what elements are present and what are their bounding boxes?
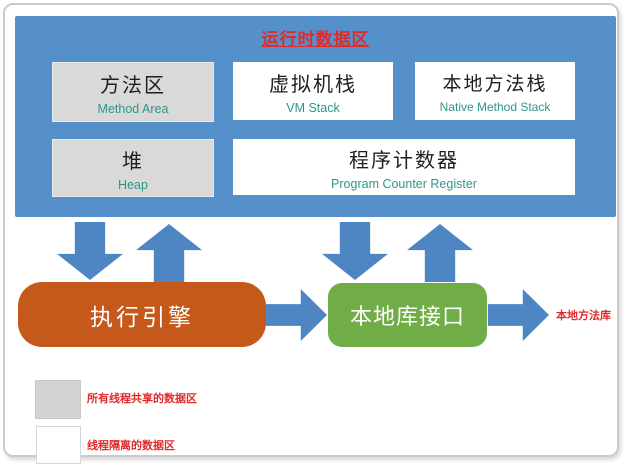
native-method-stack-label-zh: 本地方法栈 (442, 73, 548, 95)
arrow-down-icon (57, 222, 123, 280)
vm-stack-label-zh: 虚拟机栈 (269, 73, 357, 96)
legend-isolated-label: 线程隔离的数据区 (87, 440, 175, 452)
native-interface-label: 本地库接口 (349, 304, 465, 329)
vm-stack-label-en: VM Stack (286, 100, 340, 115)
vm-stack-box: 虚拟机栈 VM Stack (233, 62, 393, 120)
runtime-data-area-title: 运行时数据区 (261, 30, 370, 49)
native-method-stack-box: 本地方法栈 Native Method Stack (415, 62, 575, 120)
arrow-right-icon (488, 289, 549, 341)
pc-register-label-zh: 程序计数器 (349, 149, 459, 172)
native-method-stack-label-en: Native Method Stack (439, 99, 551, 114)
arrow-up-icon (136, 224, 202, 282)
arrow-up-icon (407, 224, 473, 282)
native-interface-box: 本地库接口 (328, 283, 487, 347)
execution-engine-box: 执行引擎 (18, 282, 266, 347)
method-area-box: 方法区 Method Area (52, 62, 214, 122)
arrow-down-icon (322, 222, 388, 280)
heap-label-zh: 堆 (122, 150, 144, 173)
runtime-data-area: 运行时数据区 方法区 Method Area 虚拟机栈 VM Stack 本地方… (15, 16, 616, 217)
execution-engine-label: 执行引擎 (90, 303, 194, 330)
pc-register-box: 程序计数器 Program Counter Register (233, 139, 575, 195)
legend-isolated-swatch (36, 426, 81, 464)
heap-label-en: Heap (118, 177, 148, 192)
screenshot-frame: 运行时数据区 方法区 Method Area 虚拟机栈 VM Stack 本地方… (3, 3, 619, 464)
legend-shared-label: 所有线程共享的数据区 (87, 393, 197, 405)
native-library-label: 本地方法库 (556, 310, 611, 322)
legend-shared-swatch (35, 380, 81, 419)
method-area-label-zh: 方法区 (100, 74, 166, 97)
method-area-label-en: Method Area (97, 101, 169, 116)
heap-box: 堆 Heap (52, 139, 214, 197)
arrow-right-icon (266, 289, 327, 341)
pc-register-label-en: Program Counter Register (331, 176, 477, 191)
